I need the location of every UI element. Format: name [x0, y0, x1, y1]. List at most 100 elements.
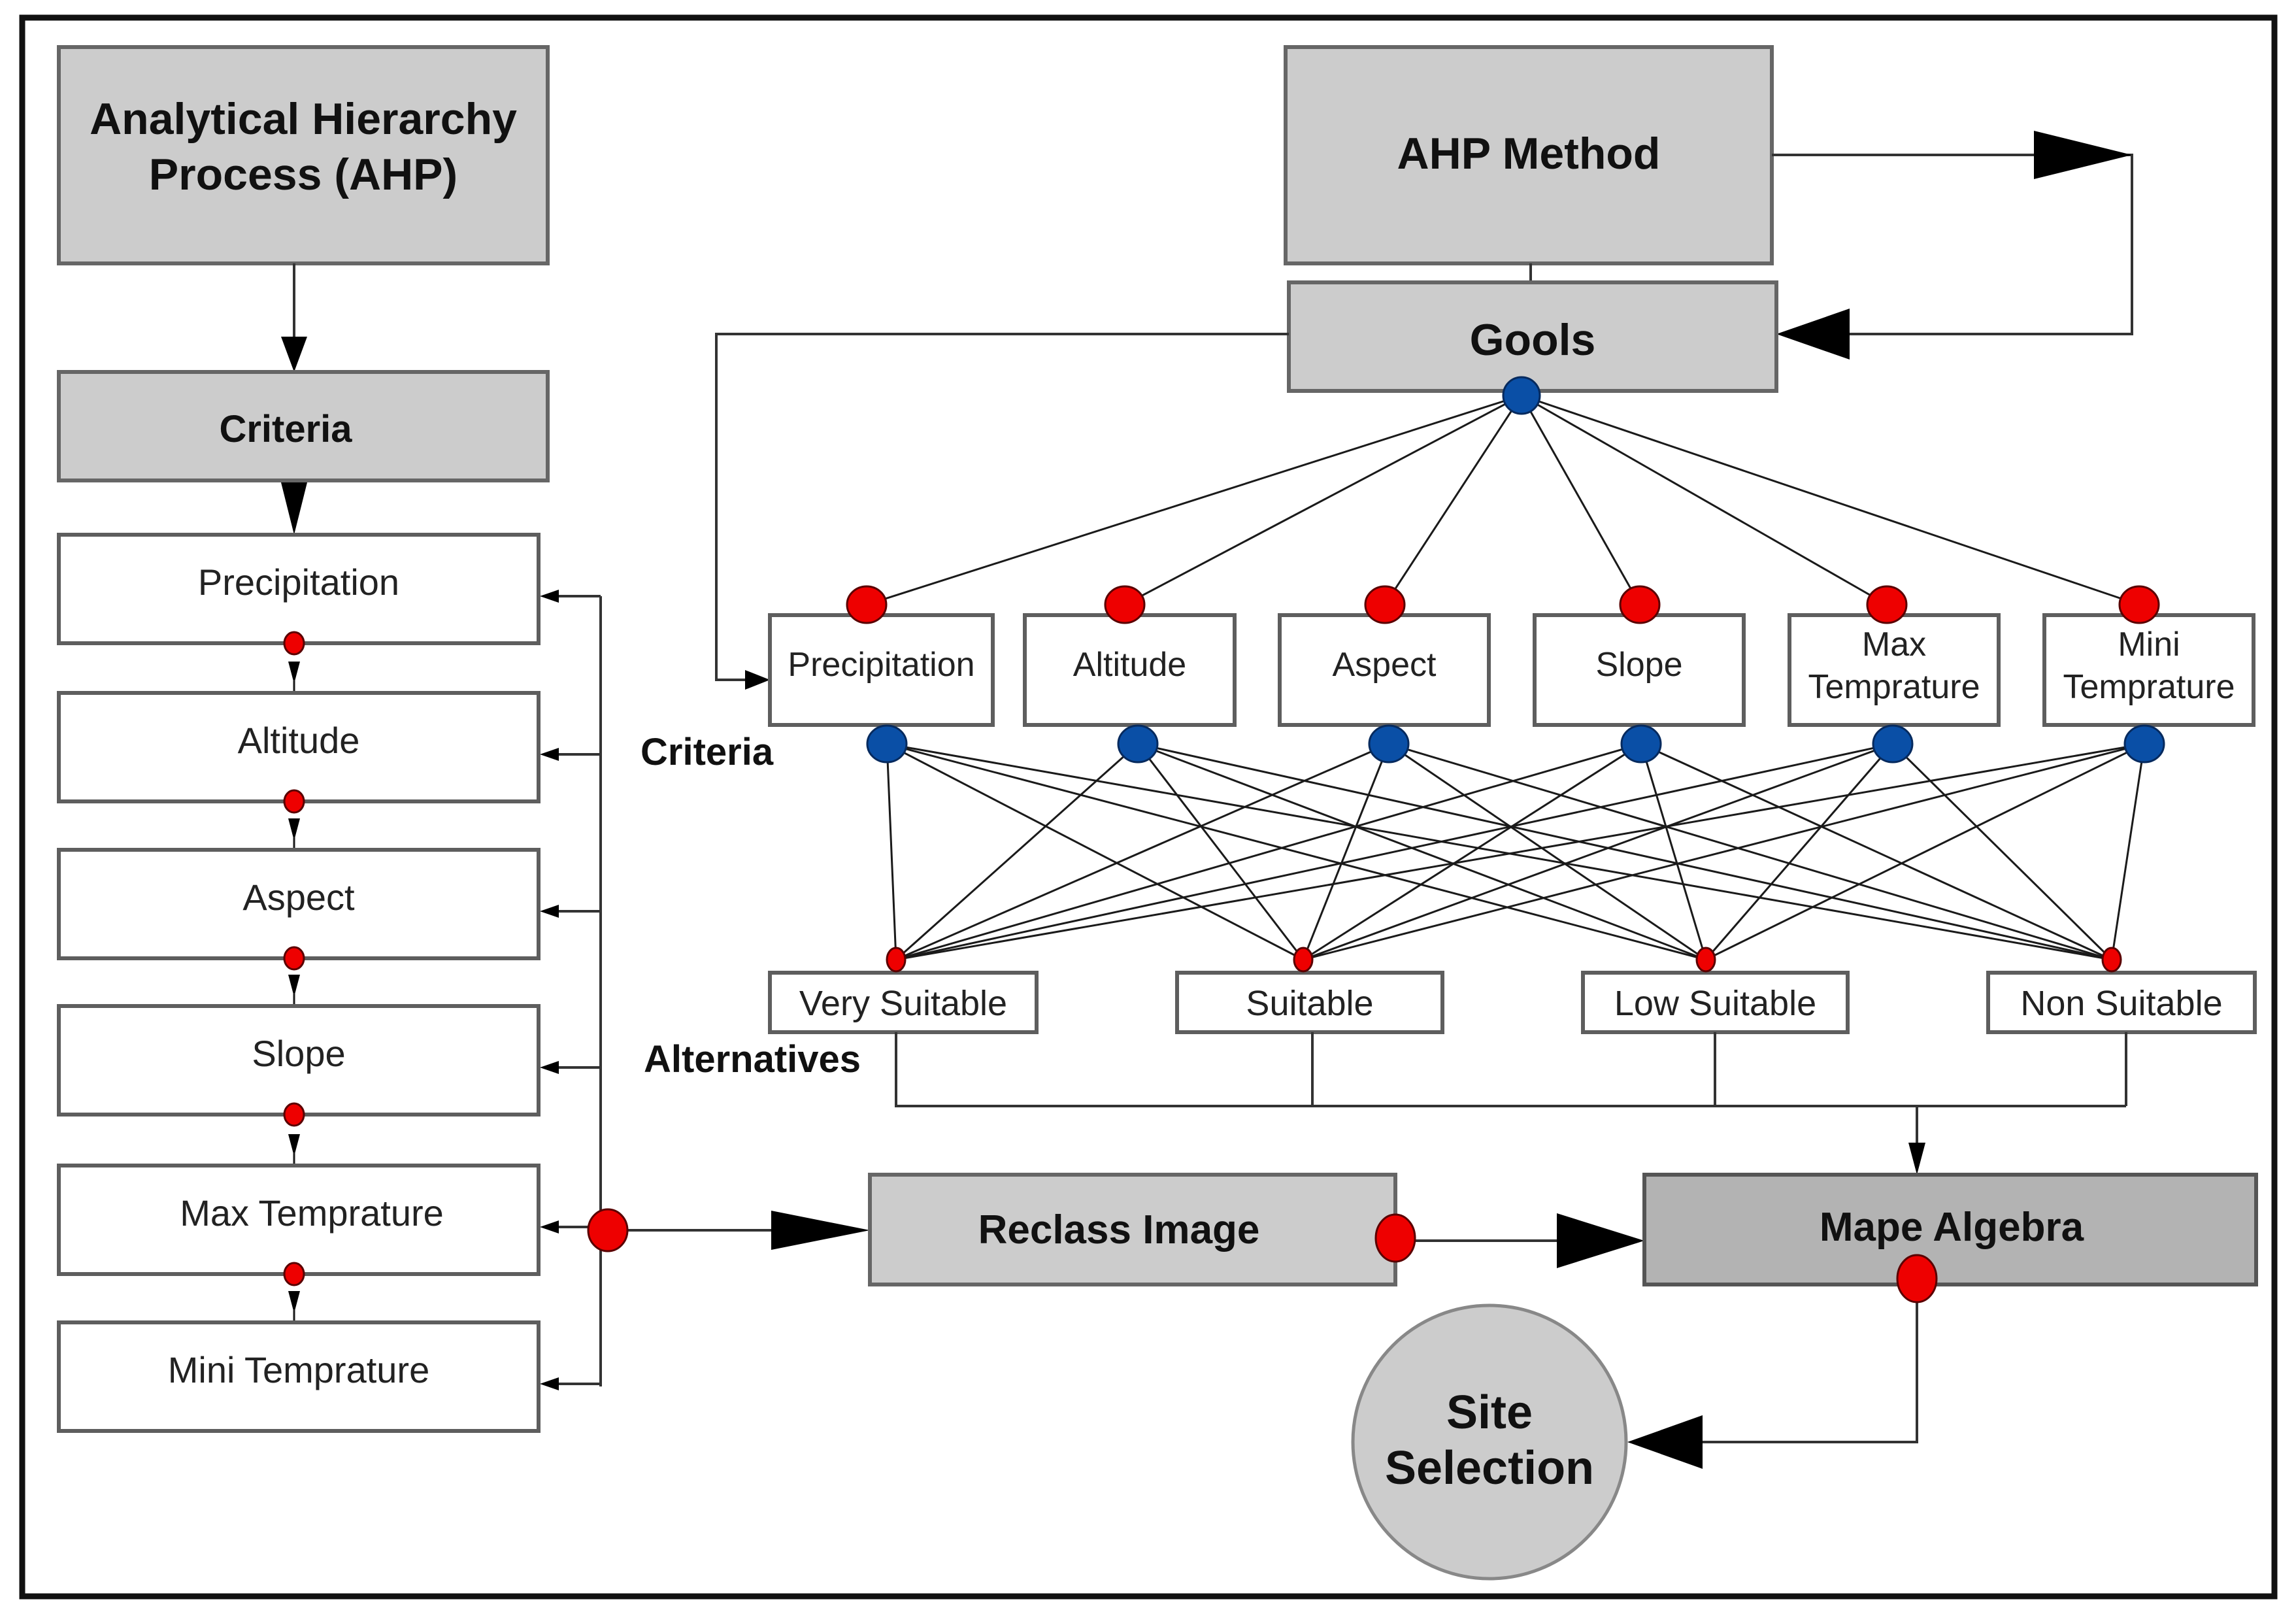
arrowhead-down-icon: [288, 818, 300, 841]
criterion-input-dot: [1104, 585, 1146, 624]
ahp-method-box[interactable]: [1284, 45, 1774, 265]
goal-criterion-edge: [1521, 394, 1888, 606]
left-column: Analytical Hierarchy Process (AHP) Crite…: [57, 45, 870, 1433]
criterion-alternative-edge: [1137, 743, 2112, 961]
criterion-alternative-edge: [1303, 743, 2145, 961]
criterion-alternative-edge: [1705, 743, 2145, 961]
criteria-list-item[interactable]: [57, 848, 541, 960]
reclass-image-box[interactable]: [868, 1173, 1397, 1286]
criterion-output-dot: [866, 724, 908, 764]
criterion-alternative-edge: [895, 743, 1389, 961]
sequence-connector-dot: [283, 631, 305, 656]
arrowhead-down-icon: [288, 1134, 300, 1156]
criterion-input-dot: [1364, 585, 1406, 624]
goal-criterion-edge: [1520, 395, 1641, 605]
criterion-node[interactable]: [1278, 613, 1491, 727]
criterion-alternative-edge: [1640, 743, 2112, 961]
criterion-output-dot: [2123, 724, 2165, 764]
criterion-node[interactable]: [1533, 613, 1746, 727]
site-selection-node[interactable]: [1351, 1303, 1628, 1581]
ahp-title-line2: Process (AHP): [149, 150, 458, 199]
goal-label: Gools: [1470, 315, 1596, 365]
criteria-list-item-label: Aspect: [242, 877, 355, 918]
criterion-alternative-edge: [1302, 743, 1390, 960]
criterion-alternative-edge: [1388, 743, 1706, 961]
hierarchy-edges: [866, 394, 2146, 961]
arrowhead-down-icon: [288, 975, 300, 997]
goal-criterion-edge: [866, 394, 1522, 606]
method-goal-loop: [1772, 154, 2133, 335]
ahp-method-section: AHP Method Gools: [715, 45, 2133, 690]
criteria-list-item-label: Max Temprature: [180, 1192, 444, 1234]
ahp-title-line1: Analytical Hierarchy: [90, 94, 517, 144]
criterion-node[interactable]: [768, 613, 995, 727]
criterion-input-dot: [1866, 585, 1908, 624]
criterion-alternative-edge: [1640, 743, 1707, 960]
ahp-title-box[interactable]: [57, 45, 550, 265]
outer-frame: [19, 14, 2278, 1600]
arrowhead-down-icon: [281, 482, 307, 535]
alternative-label: Low Suitable: [1614, 984, 1816, 1023]
criterion-label: Aspect: [1333, 646, 1437, 684]
criteria-header-box[interactable]: [57, 370, 550, 482]
criterion-alternative-edge: [895, 743, 1642, 961]
alternative-node[interactable]: [768, 971, 1039, 1034]
goal-criterion-edge: [1384, 395, 1523, 605]
criterion-label-line1: Max: [1862, 626, 1926, 663]
alternative-input-dot: [2101, 947, 2122, 973]
alternative-input-dot: [1293, 947, 1314, 973]
criterion-alternative-edge: [1388, 743, 2112, 961]
arrowhead-right-icon: [2034, 131, 2132, 179]
algebra-to-site-edge: [1699, 1280, 1918, 1443]
alternatives-collector: [895, 1032, 2127, 1175]
alternative-node[interactable]: [1581, 971, 1850, 1034]
reclass-output-dot: [1374, 1213, 1416, 1263]
criterion-alternative-edge: [895, 743, 1139, 961]
arrowhead-left-icon: [1776, 309, 1850, 360]
goal-to-criteria-loop: [715, 333, 1289, 681]
sequence-connector-dot: [283, 789, 305, 814]
sequence-connector-dot: [283, 1102, 305, 1127]
criterion-node[interactable]: [1023, 613, 1237, 727]
alternatives-level-label: Alternatives: [644, 1038, 861, 1081]
goal-box[interactable]: [1287, 280, 1778, 393]
criterion-alternative-edge: [1303, 743, 1893, 961]
criterion-output-dot: [1117, 724, 1159, 764]
hierarchy-connectors: [846, 376, 2165, 973]
map-algebra-box[interactable]: [1642, 1173, 2258, 1286]
criterion-label-line1: Mini: [2118, 626, 2180, 663]
arrowhead-right-icon: [771, 1211, 870, 1250]
criteria-list-item[interactable]: [57, 1004, 541, 1117]
criteria-list-item[interactable]: [57, 1164, 541, 1276]
criterion-alternative-edge: [1891, 743, 2113, 961]
criterion-label: Altitude: [1073, 646, 1186, 684]
site-selection-line1: Site: [1446, 1386, 1533, 1439]
criterion-alternative-edge: [886, 743, 897, 960]
alternative-label: Non Suitable: [2020, 984, 2222, 1023]
alternative-node[interactable]: [1986, 971, 2257, 1034]
criterion-alternative-edge: [1303, 743, 1642, 961]
alternative-node[interactable]: [1175, 971, 1444, 1034]
criteria-list-item-label: Slope: [252, 1033, 345, 1074]
criterion-alternative-edge: [1137, 743, 1706, 961]
criterion-alternative-edge: [895, 743, 1893, 961]
sequence-connector-dot: [283, 946, 305, 971]
algebra-output-dot: [1896, 1254, 1938, 1303]
arrowhead-left-icon: [540, 590, 559, 603]
criterion-output-dot: [1620, 724, 1662, 764]
criteria-list-item[interactable]: [57, 691, 541, 803]
arrowhead-down-icon: [281, 337, 307, 372]
criteria-header-label: Criteria: [219, 408, 352, 450]
criterion-label: Slope: [1596, 646, 1683, 684]
criteria-list-item[interactable]: [57, 1320, 541, 1433]
alternative-label: Very Suitable: [799, 984, 1007, 1023]
criterion-node[interactable]: [2042, 613, 2255, 727]
criterion-alternative-edge: [2110, 743, 2146, 960]
criterion-input-dot: [1619, 585, 1661, 624]
feedback-arrows: [540, 590, 601, 1390]
alternative-input-dot: [1695, 947, 1716, 973]
